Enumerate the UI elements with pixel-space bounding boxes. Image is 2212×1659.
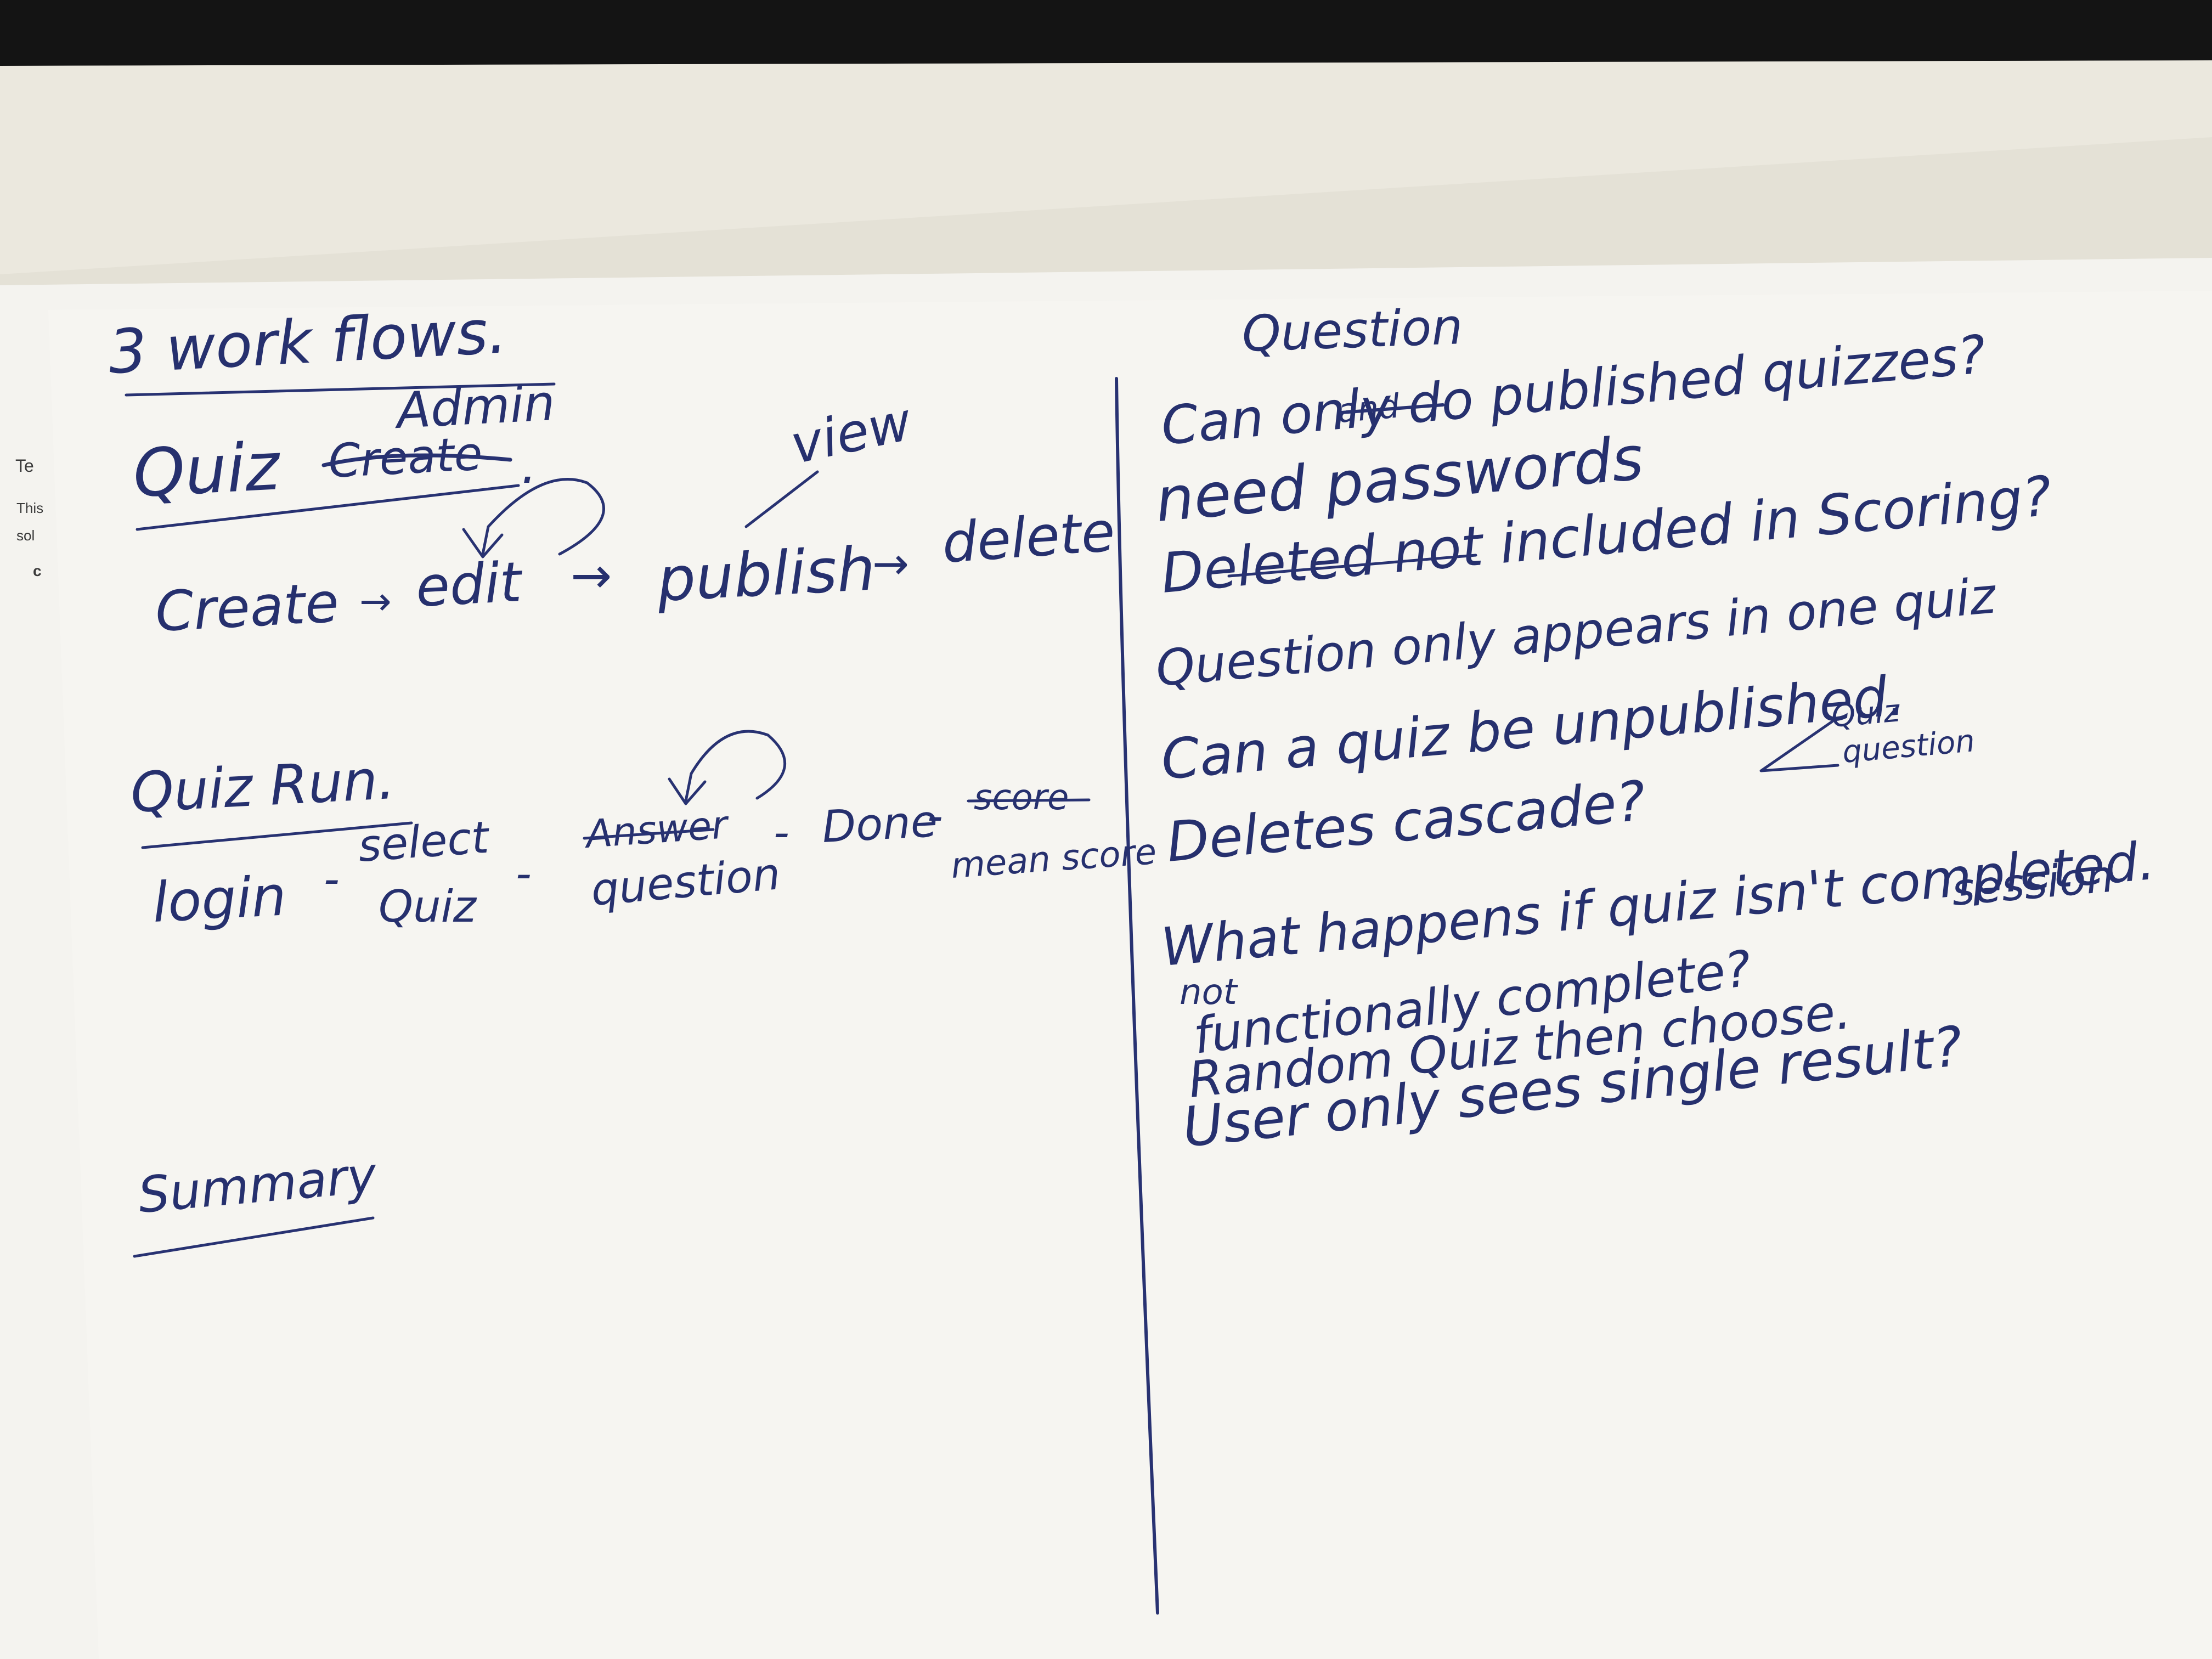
background-text-3: sol — [16, 527, 35, 544]
summary-underline — [133, 1216, 375, 1258]
quiz-admin-title: Quiz — [131, 428, 283, 512]
arrow-3: → — [872, 538, 909, 589]
arrow-1: → — [359, 579, 392, 624]
dark-top-band — [0, 0, 2212, 71]
quiz-run-underline — [141, 821, 413, 849]
step-create: Create — [154, 571, 340, 644]
not-note: not — [1180, 972, 1239, 1013]
page-edge — [48, 291, 2212, 1659]
answer-loop-arrowhead — [668, 777, 707, 805]
strike-through-score — [967, 798, 1091, 803]
strike-through-deleted — [1227, 554, 1477, 578]
background-text-4: c — [33, 562, 42, 579]
heading-underline — [125, 382, 556, 397]
strike-through-and — [1340, 403, 1444, 414]
paper-shadow — [0, 137, 2212, 296]
run-separator-2: - — [516, 848, 532, 899]
step-delete: delete — [940, 499, 1117, 575]
run-step-score: score — [974, 777, 1069, 818]
run-step-select: select — [357, 811, 492, 872]
background-text-2: This — [16, 500, 43, 516]
run-step-select-quiz: Quiz — [379, 881, 477, 932]
answer-loop-arrow — [684, 730, 787, 803]
strike-through-create — [321, 453, 512, 467]
edit-loop-arrow — [481, 478, 605, 556]
run-separator-1: - — [324, 854, 340, 905]
background-text-1: Te — [15, 456, 34, 476]
run-separator-3: - — [774, 807, 789, 858]
edit-loop-arrowhead — [462, 528, 504, 558]
view-pointer-line — [744, 470, 819, 528]
run-step-login: login — [151, 864, 287, 935]
run-separator-4: - — [927, 791, 943, 842]
cascade-bracket — [1759, 720, 1839, 772]
step-edit: edit — [414, 550, 525, 619]
question-heading: Question — [1241, 298, 1464, 363]
column-divider-line — [1115, 377, 1159, 1615]
step-publish: publish — [655, 533, 877, 615]
quiz-admin-underline — [136, 484, 520, 531]
strike-through-answer — [583, 828, 715, 840]
run-step-done: Done — [821, 795, 939, 853]
cascade-note-quiz: Quiz — [1830, 693, 1902, 735]
admin-label: Admin — [393, 374, 557, 440]
quiz-run-title: Quiz Run. — [129, 747, 397, 825]
arrow-2: → — [571, 547, 612, 605]
quiz-admin-title-dot: . — [521, 437, 537, 495]
